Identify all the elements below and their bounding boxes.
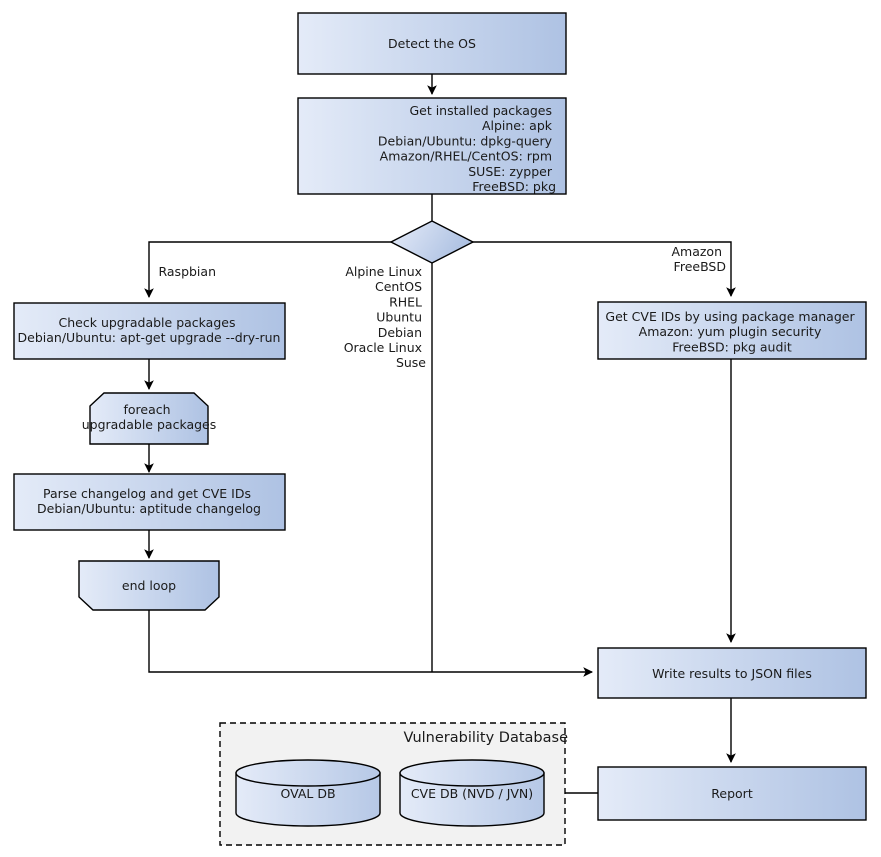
node-get-installed-packages-shape bbox=[297, 97, 567, 195]
node-end-loop[interactable]: end loop bbox=[78, 560, 220, 611]
node-end-loop-label: end loop bbox=[122, 578, 176, 593]
node-cve-db-top bbox=[399, 759, 545, 787]
node-oval-db[interactable]: OVAL DB bbox=[235, 759, 381, 827]
node-write-results-shape bbox=[597, 647, 867, 699]
node-get-cve-ids-package-manager[interactable]: Get CVE IDs by using package manager Ama… bbox=[597, 301, 867, 360]
node-check-upgradable-packages-shape bbox=[13, 302, 286, 360]
edge-endloop-to-write-results bbox=[148, 610, 594, 677]
node-parse-changelog[interactable]: Parse changelog and get CVE IDs Debian/U… bbox=[13, 473, 286, 531]
node-foreach-shape bbox=[89, 392, 209, 445]
node-write-results-json[interactable]: Write results to JSON files bbox=[597, 647, 867, 699]
node-get-installed-packages-label: Get installed packages Alpine: apk Debia… bbox=[378, 103, 556, 194]
node-detect-os[interactable]: Detect the OS bbox=[297, 12, 567, 75]
node-get-cve-ids-label: Get CVE IDs by using package manager Ama… bbox=[605, 309, 858, 354]
node-detect-os-label: Detect the OS bbox=[388, 36, 476, 51]
node-oval-db-shape bbox=[235, 772, 381, 827]
edge-label-raspbian: Raspbian bbox=[158, 264, 216, 279]
node-detect-os-shape bbox=[297, 12, 567, 75]
node-report-shape bbox=[597, 766, 867, 821]
edge-decision-to-get-cve-ids bbox=[472, 241, 736, 298]
node-parse-changelog-shape bbox=[13, 473, 286, 531]
node-get-cve-ids-shape bbox=[597, 301, 867, 360]
node-check-upgradable-packages[interactable]: Check upgradable packages Debian/Ubuntu:… bbox=[13, 302, 286, 360]
node-oval-db-top bbox=[235, 759, 381, 787]
node-cve-db-shape bbox=[399, 772, 545, 827]
node-foreach-upgradable-packages[interactable]: foreach upgradable packages bbox=[82, 392, 217, 445]
edge-label-middle-os-list: Alpine Linux CentOS RHEL Ubuntu Debian O… bbox=[344, 264, 427, 370]
edge-decision-to-check-upgradable bbox=[144, 241, 392, 299]
node-cve-db[interactable]: CVE DB (NVD / JVN) bbox=[399, 759, 545, 827]
node-oval-db-label: OVAL DB bbox=[280, 786, 335, 801]
node-end-loop-shape bbox=[78, 560, 220, 611]
node-report-label: Report bbox=[711, 786, 753, 801]
group-title: Vulnerability Database bbox=[404, 730, 569, 746]
node-foreach-label: foreach upgradable packages bbox=[82, 402, 217, 432]
node-check-upgradable-packages-label: Check upgradable packages Debian/Ubuntu:… bbox=[18, 315, 281, 345]
node-report[interactable]: Report bbox=[597, 766, 867, 821]
node-os-decision-shape bbox=[389, 220, 475, 264]
node-parse-changelog-label: Parse changelog and get CVE IDs Debian/U… bbox=[37, 486, 261, 516]
node-get-installed-packages[interactable]: Get installed packages Alpine: apk Debia… bbox=[297, 97, 567, 195]
edge-label-amazon-freebsd: Amazon FreeBSD bbox=[671, 244, 726, 274]
node-cve-db-label: CVE DB (NVD / JVN) bbox=[411, 786, 533, 801]
node-os-decision[interactable] bbox=[389, 220, 475, 264]
node-write-results-label: Write results to JSON files bbox=[652, 666, 812, 681]
